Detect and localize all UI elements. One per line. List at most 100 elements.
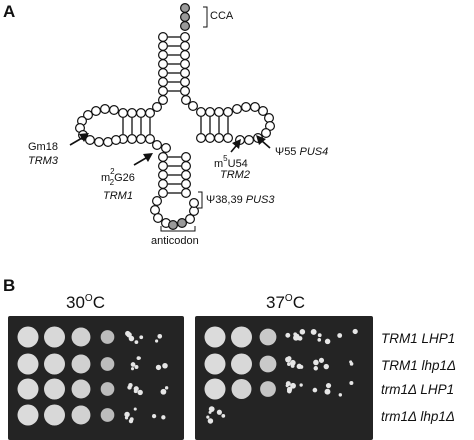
nucleotide-circle xyxy=(153,213,164,224)
growth-spot xyxy=(260,381,276,397)
nucleotide-circle xyxy=(158,58,169,69)
growth-spot xyxy=(100,382,115,396)
nucleotide-circle xyxy=(244,135,255,146)
cca-nucleotide xyxy=(180,21,191,32)
nucleotide-circle xyxy=(181,161,192,172)
nucleotide-circle xyxy=(189,198,200,209)
colony xyxy=(127,385,132,390)
m5u54-m: m xyxy=(214,158,224,170)
nucleotide-circle xyxy=(110,135,121,146)
psi3839-text: Ψ38,39 xyxy=(206,194,243,206)
nucleotide-circle xyxy=(117,107,128,118)
nucleotide-circle xyxy=(99,103,110,114)
colony xyxy=(287,362,291,366)
colony xyxy=(155,364,162,371)
colony xyxy=(293,334,299,341)
colony xyxy=(337,333,343,338)
colony xyxy=(137,389,143,396)
colony xyxy=(207,418,214,424)
colony xyxy=(286,356,292,361)
strain-1-gene1: TRM1 xyxy=(381,331,418,346)
anticodon-bracket xyxy=(160,226,196,232)
strain-3-gene2: LHP1 xyxy=(420,382,455,397)
m5u54-arrow xyxy=(230,145,237,153)
anticodon-nucleotide xyxy=(177,218,188,229)
colony xyxy=(216,409,222,415)
colony xyxy=(338,393,343,397)
growth-spot xyxy=(44,404,65,426)
nucleotide-circle xyxy=(145,107,156,118)
nucleotide-circle xyxy=(258,105,269,116)
colony xyxy=(290,359,296,366)
cca-nucleotide xyxy=(180,2,191,14)
growth-spot xyxy=(231,379,252,399)
annotation-lines xyxy=(160,6,208,232)
nucleotide-circle xyxy=(180,85,191,96)
colony xyxy=(296,363,302,370)
nucleotide-circle xyxy=(205,106,216,117)
growth-spot xyxy=(100,408,115,422)
colony xyxy=(286,388,292,394)
arrows xyxy=(69,133,271,166)
nucleotide-circle xyxy=(181,170,192,181)
base-pair-lines xyxy=(122,36,229,194)
temp-label-30c: 30OC xyxy=(66,293,105,312)
growth-spot xyxy=(259,328,277,346)
colony xyxy=(290,363,295,368)
nucleotide-circle xyxy=(185,214,196,225)
nucleotide-circle xyxy=(152,101,163,112)
growth-spot xyxy=(231,326,252,348)
colony xyxy=(285,332,291,338)
nucleotide-circle xyxy=(180,58,191,69)
growth-spot xyxy=(204,353,226,375)
colony xyxy=(157,333,163,339)
colony xyxy=(299,383,303,387)
nucleotide-circle xyxy=(90,105,101,116)
gm18-arrow xyxy=(69,137,83,146)
colony xyxy=(151,413,157,419)
nucleotide-circle xyxy=(181,152,192,163)
growth-spot xyxy=(71,327,91,347)
gm18-arrowhead xyxy=(79,133,89,142)
temp-label-37c: 37OC xyxy=(266,293,305,312)
m22g26-subscript: 2 xyxy=(109,178,115,187)
anticodon-label: anticodon xyxy=(151,235,199,247)
colony xyxy=(313,359,319,366)
nucleotide-circle xyxy=(205,133,216,144)
nucleotide-circle xyxy=(196,133,207,144)
nucleotide-circle xyxy=(161,143,172,154)
growth-plates xyxy=(8,316,373,440)
colony xyxy=(134,340,139,345)
colony xyxy=(128,418,134,424)
nucleotide-circles xyxy=(74,2,276,231)
nucleotide-circle xyxy=(181,94,192,105)
growth-spot xyxy=(17,378,39,400)
nucleotide-circle xyxy=(84,135,95,146)
colony xyxy=(324,388,331,395)
colony xyxy=(133,407,137,411)
nucleotide-circle xyxy=(223,133,234,144)
nucleotide-circle xyxy=(126,134,137,145)
nucleotide-circle xyxy=(82,109,93,120)
colony xyxy=(352,328,358,335)
temp-37-degree: O xyxy=(284,293,293,304)
colony xyxy=(290,382,296,389)
nucleotide-circle xyxy=(180,49,191,60)
nucleotide-circle xyxy=(261,128,272,139)
m5u54-arrowhead xyxy=(232,139,241,149)
nucleotide-circle xyxy=(181,188,192,199)
colony xyxy=(161,415,166,420)
nucleotide-circle xyxy=(152,196,163,207)
growth-spot xyxy=(17,326,39,348)
temp-30-degree: O xyxy=(84,293,93,304)
growth-spot xyxy=(17,353,39,375)
nucleotide-circle xyxy=(181,179,192,190)
colony xyxy=(349,381,354,386)
colony xyxy=(221,414,226,418)
strain-label-3: trm1Δ LHP1 xyxy=(381,383,454,397)
nucleotide-circle xyxy=(241,101,252,112)
nucleotide-circle xyxy=(223,106,234,117)
colony xyxy=(137,356,141,360)
m22g26-m: m xyxy=(101,172,111,184)
nucleotide-circle xyxy=(232,103,243,114)
